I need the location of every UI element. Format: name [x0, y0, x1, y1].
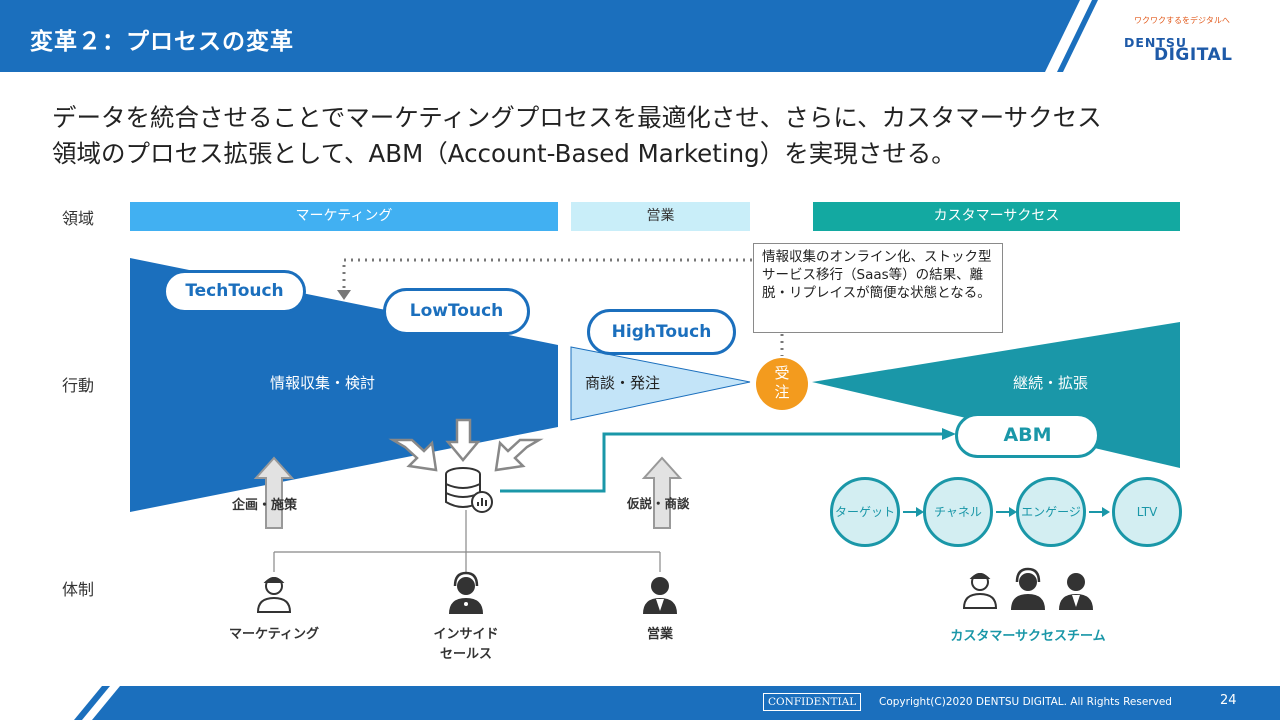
database-icon — [445, 467, 493, 513]
page-title: 変革２：プロセスの変革 — [30, 29, 294, 55]
lowtouch-pill: LowTouch — [383, 288, 530, 335]
domain-bar-marketing: マーケティング — [130, 202, 558, 231]
order-char-0: 受 — [774, 364, 790, 382]
arrow-right-diagonal — [494, 438, 544, 472]
abm-step-channel: チャネル — [923, 477, 993, 547]
row-label-action: 行動 — [62, 376, 95, 395]
row-label-domain: 領域 — [62, 209, 95, 228]
confidential-badge: CONFIDENTIAL — [763, 693, 862, 711]
order-circle: 受注 — [756, 358, 808, 410]
logo-line1: DENTSU — [1124, 35, 1188, 50]
person-cs-1-icon — [962, 573, 998, 609]
person-marketing-icon — [256, 577, 292, 613]
sales-funnel — [570, 346, 751, 421]
header-bar — [0, 0, 1098, 72]
arrow-up-hypothesis — [641, 456, 683, 529]
dotted-connector-arrowhead — [337, 290, 351, 300]
arrow-up-planning — [253, 456, 295, 529]
domain-bar-sales: 営業 — [571, 202, 750, 231]
person-label-marketing: マーケティング — [229, 627, 319, 642]
row-label-structure: 体制 — [62, 580, 95, 599]
abm-flow-arrows — [903, 507, 1110, 517]
person-label-sales: 営業 — [646, 627, 673, 642]
hightouch-pill: HighTouch — [587, 309, 736, 355]
headline: データを統合させることでマーケティングプロセスを最適化させ、さらに、カスタマーサ… — [52, 100, 1252, 172]
brand-tagline: ワクワクするをデジタルへ — [1134, 16, 1230, 25]
footer-accent-stripe — [74, 686, 110, 720]
person-label-cs-team: カスタマーサクセスチーム — [950, 629, 1106, 644]
abm-step-target: ターゲット — [830, 477, 900, 547]
dentsu-digital-logo: DENTSU DIGITAL — [1124, 32, 1234, 66]
footer-bar — [92, 686, 1280, 720]
hypothesis-label: 仮説・商談 — [627, 496, 690, 511]
planning-label: 企画・施策 — [232, 498, 298, 513]
marketing-action-label: 情報収集・検討 — [270, 374, 376, 392]
marketing-funnel — [130, 258, 558, 512]
domain-bar-customer-success: カスタマーサクセス — [813, 202, 1180, 231]
arrow-top-vertical — [445, 418, 481, 462]
person-label-inside-sales-2: セールス — [439, 647, 492, 662]
arrow-left-diagonal — [388, 438, 438, 472]
person-inside-sales-icon — [449, 571, 483, 614]
techtouch-pill: TechTouch — [163, 270, 306, 313]
headline-line1: データを統合させることでマーケティングプロセスを最適化させ、さらに、カスタマーサ… — [52, 103, 1102, 132]
order-char-1: 注 — [774, 383, 790, 401]
abm-step-ltv: LTV — [1112, 477, 1182, 547]
logo-line2: DIGITAL — [1154, 45, 1233, 65]
person-label-inside-sales-1: インサイド — [433, 627, 499, 642]
copyright-text: Copyright(C)2020 DENTSU DIGITAL. All Rig… — [879, 696, 1172, 708]
data-to-abm-line — [500, 432, 944, 493]
person-cs-2-icon — [1011, 567, 1045, 610]
person-cs-3-icon — [1059, 573, 1093, 610]
cs-action-label: 継続・拡張 — [1013, 374, 1089, 392]
sales-action-label: 商談・発注 — [585, 374, 661, 392]
note-box: 情報収集のオンライン化、ストック型サービス移行（Saas等）の結果、離脱・リプレ… — [753, 243, 1003, 333]
dotted-connector — [342, 258, 752, 294]
headline-line2: 領域のプロセス拡張として、ABM（Account-Based Marketing… — [52, 139, 956, 168]
person-sales-icon — [643, 577, 677, 614]
abm-step-engage: エンゲージ — [1016, 477, 1086, 547]
data-to-abm-arrowhead — [942, 428, 956, 440]
abm-pill: ABM — [955, 413, 1100, 458]
page-number: 24 — [1220, 693, 1237, 708]
